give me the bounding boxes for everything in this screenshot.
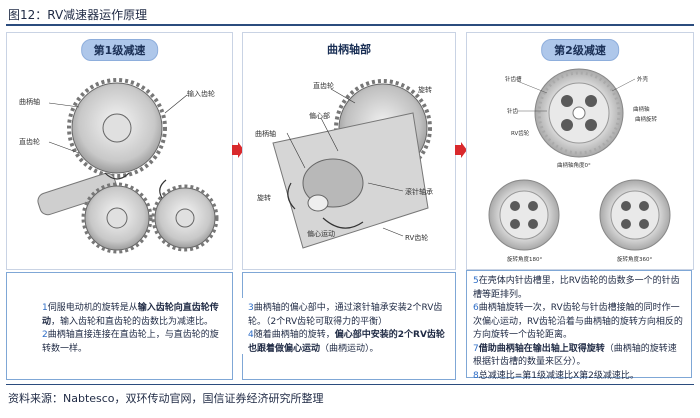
- crank-shaft-shape: [37, 172, 118, 216]
- stage1-label-crank: 曲柄轴: [19, 98, 40, 106]
- bottom-rule: [6, 384, 694, 385]
- crank-label-crank: 曲柄轴: [255, 130, 276, 138]
- stage2-gear-0: [534, 68, 624, 158]
- text-2: 曲柄轴直接连接在直齿轮上，与直齿轮的旋转数一样。: [42, 330, 219, 354]
- stage2-label-rv: RV齿轮: [511, 131, 530, 137]
- stage2-label-angle180: 旋转角度180°: [507, 257, 543, 263]
- step-number-3: 3: [248, 303, 254, 313]
- stage2-panel: 第2级减速: [466, 32, 694, 270]
- text-7a: 借助曲柄轴在输出轴上取得旋转: [478, 343, 605, 354]
- stage2-label-housing: 外壳: [637, 77, 649, 83]
- paragraph-7: 7借助曲柄轴在输出轴上取得旋转（曲柄轴的旋转速根据针齿槽的数量来区分）。: [473, 343, 685, 370]
- arrow-1-icon: [232, 142, 244, 158]
- text-4a: 随着曲柄轴的旋转，: [253, 330, 335, 340]
- text-3b: （2个RV齿轮可取得力的平衡）: [266, 316, 388, 327]
- text-6: 曲柄轴旋转一次，RV齿轮与针齿槽接触的同时作一次偏心运动，RV齿轮沿着与曲柄轴的…: [473, 303, 683, 340]
- text-3a: 曲柄轴的偏心部中，通过滚针轴承安装2个RV齿轮。: [248, 303, 443, 327]
- text-5: 在壳体内针齿槽里，比RV齿轮的齿数多一个的针齿槽等距排列。: [473, 276, 680, 300]
- text-box-3: 5在壳体内针齿槽里，比RV齿轮的齿数多一个的针齿槽等距排列。 6曲柄轴旋转一次，…: [466, 270, 692, 381]
- stage2-illustration: [488, 68, 671, 251]
- title-rule: [6, 24, 694, 26]
- stage2-label-angle0: 曲柄轴角度0°: [557, 163, 591, 169]
- crank-panel: 曲柄轴部 直齿轮 偏心部 旋转 曲柄轴 旋转 滚针轴承 偏心运动 RV齿轮: [242, 32, 456, 270]
- crank-label-rotate-top: 旋转: [418, 86, 432, 94]
- crank-illustration: [272, 79, 432, 249]
- stage2-label-pin: 针齿: [507, 109, 519, 115]
- stage2-label-crank-shaft: 曲柄轴: [633, 107, 650, 113]
- stage2-label-angle360: 旋转角度360°: [617, 257, 653, 263]
- stage1-label-input: 输入齿轮: [187, 90, 215, 98]
- paragraph-2: 2曲柄轴直接连接在直齿轮上，与直齿轮的旋转数一样。: [42, 329, 220, 356]
- stage1-title: 第1级减速: [80, 39, 159, 61]
- rotation-arrow-shape: [104, 172, 130, 180]
- stage2-title: 第2级减速: [541, 39, 619, 61]
- paragraph-5: 5在壳体内针齿槽里，比RV齿轮的齿数多一个的针齿槽等距排列。: [473, 275, 685, 302]
- lower-gear-right-shape: [151, 184, 219, 252]
- step-number-6: 6: [473, 303, 479, 313]
- stage1-label-spur: 直齿轮: [19, 138, 40, 146]
- text-box-1-content: 1伺服电动机的旋转是从输入齿轮向直齿轮传动，输入齿轮和直齿轮的齿数比为减速比。 …: [36, 298, 226, 354]
- paragraph-6: 6曲柄轴旋转一次，RV齿轮与针齿槽接触的同时作一次偏心运动，RV齿轮沿着与曲柄轴…: [473, 302, 685, 343]
- text-4c: （曲柄运动）。: [320, 343, 379, 354]
- crank-label-rotate-left: 旋转: [257, 194, 271, 202]
- crank-title: 曲柄轴部: [327, 43, 371, 56]
- figure-title: 图12：RV减速器运作原理: [8, 8, 148, 22]
- text-1c: ，输入齿轮和直齿轮的齿数比为减速比。: [51, 316, 214, 327]
- step-number-1: 1: [42, 303, 48, 313]
- text-7b: （曲柄轴的旋转速根据针齿槽的数量来区分）。: [473, 343, 677, 368]
- crank-label-spur: 直齿轮: [313, 82, 334, 90]
- text-box-2-content: 3曲柄轴的偏心部中，通过滚针轴承安装2个RV齿轮。（2个RV齿轮可取得力的平衡）…: [242, 298, 454, 354]
- stage2-gear-360: [599, 179, 671, 251]
- stage2-label-pin-groove: 针齿槽: [505, 77, 522, 83]
- step-number-2: 2: [42, 330, 48, 340]
- paragraph-3: 3曲柄轴的偏心部中，通过滚针轴承安装2个RV齿轮。（2个RV齿轮可取得力的平衡）: [248, 302, 448, 329]
- stage2-label-crank-rot: 曲柄旋转: [635, 117, 658, 123]
- spur-gear-shape: [67, 78, 167, 178]
- paragraph-1: 1伺服电动机的旋转是从输入齿轮向直齿轮传动，输入齿轮和直齿轮的齿数比为减速比。: [42, 302, 220, 329]
- crank-label-eccentric-motion: 偏心运动: [307, 230, 335, 238]
- stage1-gear-illustration: [37, 78, 219, 254]
- stage1-panel: 第1级减速: [6, 32, 233, 270]
- paragraph-4: 4随着曲柄轴的旋转，偏心部中安装的2个RV齿轮也跟着做偏心运动（曲柄运动）。: [248, 329, 448, 356]
- lower-gear-left-shape: [81, 182, 153, 254]
- crank-label-rv: RV齿轮: [405, 234, 429, 242]
- source-note: 资料来源：Nabtesco，双环传动官网，国信证券经济研究所整理: [8, 392, 324, 405]
- text-1a: 伺服电动机的旋转是从: [47, 303, 138, 313]
- stage2-gear-180: [488, 179, 560, 251]
- step-number-4: 4: [248, 330, 254, 340]
- text-8: 总减速比=第1级减速比X第2级减速比。: [478, 370, 639, 381]
- step-number-7: 7: [473, 343, 479, 354]
- step-number-8: 8: [473, 370, 479, 381]
- crank-label-needle: 滚针轴承: [405, 188, 433, 196]
- step-number-5: 5: [473, 276, 479, 286]
- text-1b: 输入齿轮向直齿轮传动: [42, 303, 219, 327]
- crank-label-eccentric: 偏心部: [309, 112, 330, 120]
- arrow-2-icon: [455, 142, 467, 158]
- paragraph-8: 8总减速比=第1级减速比X第2级减速比。: [473, 370, 685, 384]
- text-4b: 偏心部中安装的2个RV齿轮也跟着做偏心运动: [248, 330, 445, 354]
- text-box-1: [6, 272, 233, 380]
